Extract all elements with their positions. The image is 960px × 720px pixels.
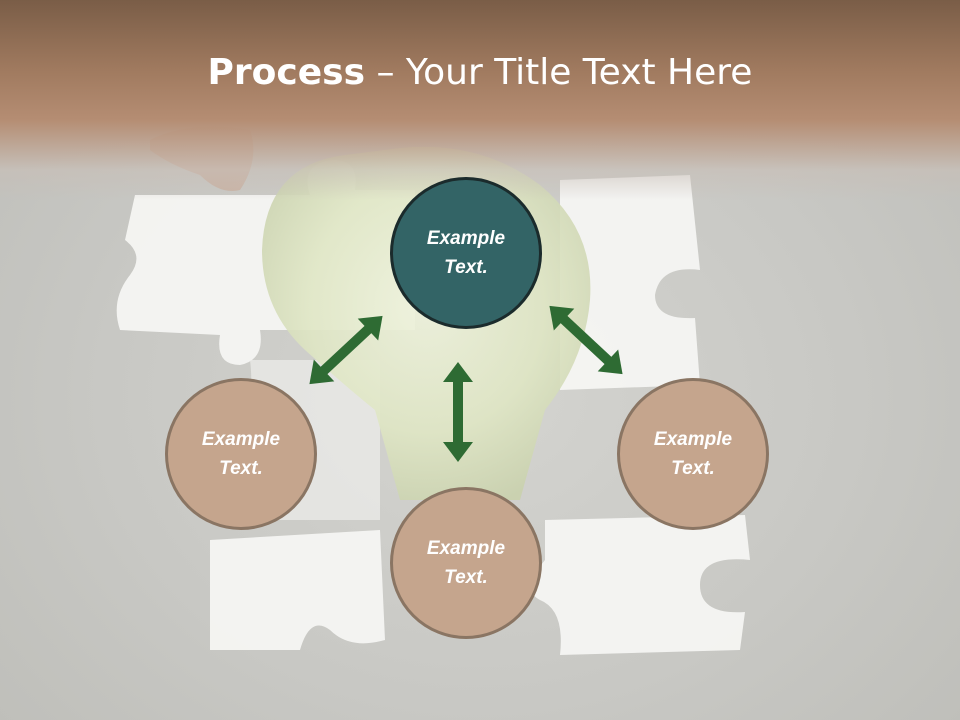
node-right[interactable]: Example Text. (617, 378, 769, 530)
double-arrow-icon (443, 362, 473, 462)
node-right-label: Example Text. (653, 429, 733, 479)
page-title: Process – Your Title Text Here (0, 52, 960, 93)
puzzle-piece-icon (531, 515, 750, 655)
double-arrow-icon (309, 315, 383, 385)
header-band (0, 0, 960, 200)
node-left-label: Example Text. (201, 429, 281, 479)
title-rest: – Your Title Text Here (365, 52, 753, 93)
puzzle-piece-icon (210, 530, 385, 650)
node-bottom-label: Example Text. (426, 538, 506, 588)
title-bold: Process (207, 52, 366, 93)
puzzle-piece-icon (560, 175, 700, 390)
node-top[interactable]: Example Text. (390, 177, 542, 329)
node-bottom[interactable]: Example Text. (390, 487, 542, 639)
node-left[interactable]: Example Text. (165, 378, 317, 530)
node-top-label: Example Text. (426, 228, 506, 278)
double-arrow-icon (549, 305, 623, 375)
